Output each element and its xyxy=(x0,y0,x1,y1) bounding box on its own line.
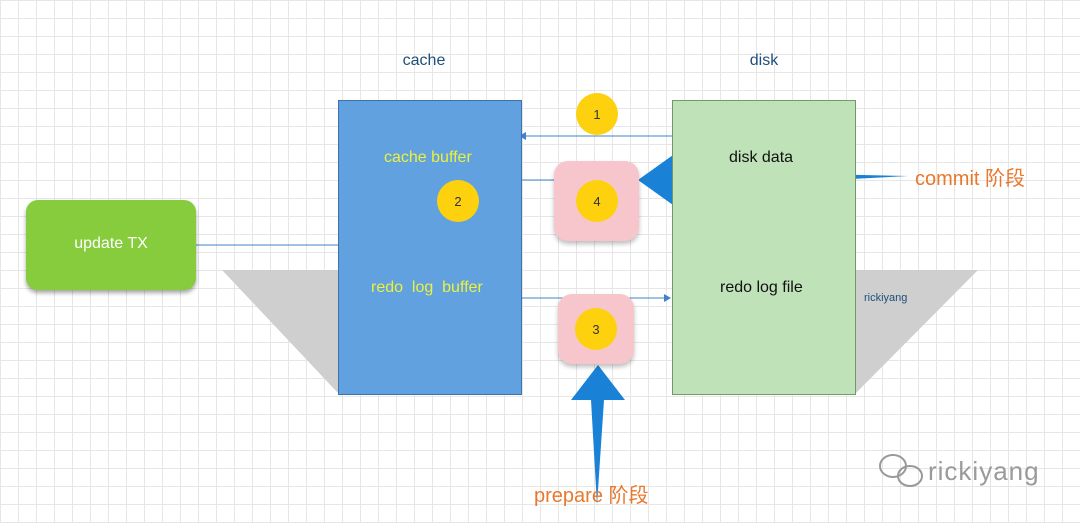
small-watermark: rickiyang xyxy=(864,292,908,304)
redo-log-buffer-label: redo log buffer xyxy=(371,279,483,296)
cache-header: cache xyxy=(402,52,446,69)
update-tx-box: update TX xyxy=(26,200,196,290)
prepare-stage-label: prepare 阶段 xyxy=(534,485,649,507)
disk-data-label: disk data xyxy=(729,149,794,166)
wechat-icon xyxy=(879,454,923,487)
watermark-text: rickiyang xyxy=(928,456,1040,486)
step-1-marker: 1 xyxy=(576,93,618,135)
step-2-marker: 2 xyxy=(437,180,479,222)
cache-buffer-label: cache buffer xyxy=(384,149,472,166)
step3-arrowhead xyxy=(664,294,671,302)
step1-arrowhead xyxy=(519,132,526,140)
redo-log-file-label: redo log file xyxy=(720,279,803,296)
step-4-marker: 4 xyxy=(576,180,618,222)
prepare-big-arrow xyxy=(571,365,625,505)
step-3-marker: 3 xyxy=(575,308,617,350)
cache-box xyxy=(338,100,522,395)
disk-box xyxy=(672,100,856,395)
commit-stage-label: commit 阶段 xyxy=(915,168,1025,190)
cache-shadow xyxy=(222,270,338,393)
disk-header: disk xyxy=(749,52,779,69)
update-tx-label: update TX xyxy=(74,235,148,252)
disk-shadow xyxy=(856,270,978,393)
